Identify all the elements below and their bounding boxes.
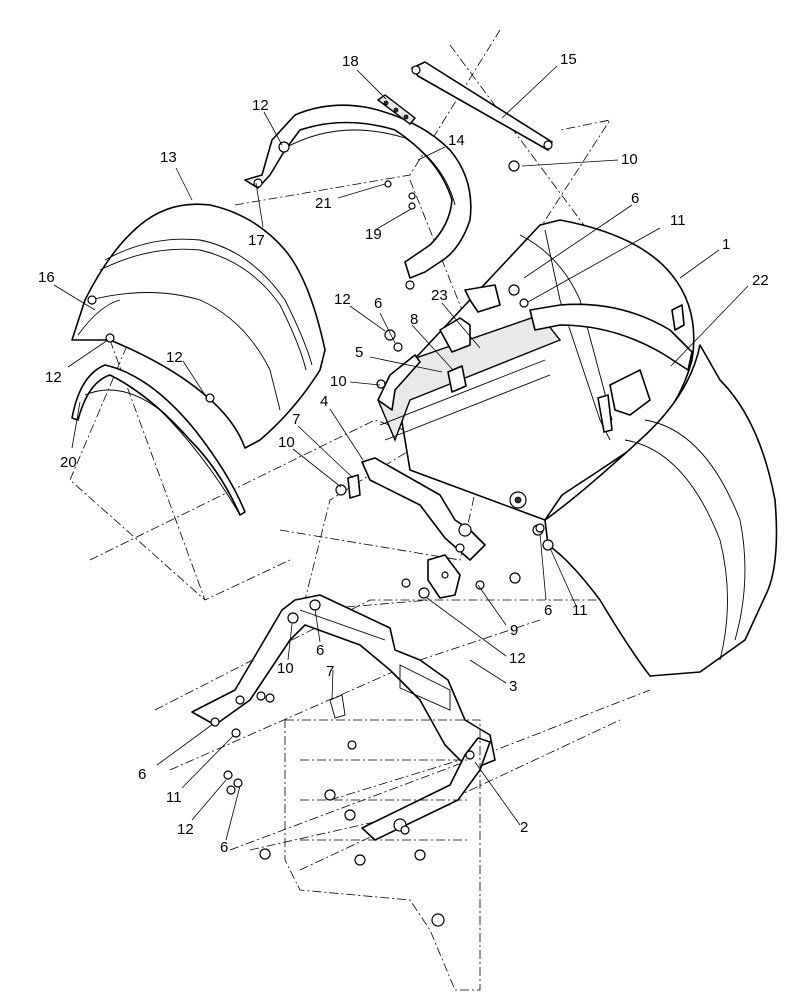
callout-10: 10 (621, 151, 638, 168)
callout-10: 10 (330, 373, 347, 390)
callout-11: 11 (670, 212, 686, 229)
lamp-mount-part-23 (439, 317, 471, 393)
callout-5: 5 (355, 344, 363, 361)
side-bracket-part-2 (361, 737, 491, 841)
bracket-part-9 (427, 554, 521, 599)
callout-6: 6 (220, 839, 228, 856)
callout-13: 13 (160, 149, 177, 166)
support-rod-part-15 (411, 61, 553, 151)
extension-panel-part-13 (71, 203, 326, 449)
bracket-part-4 (361, 457, 486, 561)
callout-12: 12 (334, 291, 351, 308)
callout-22: 22 (752, 272, 769, 289)
tractor-frame-phantom (284, 694, 481, 991)
callout-4: 4 (320, 393, 328, 410)
callout-9: 9 (510, 622, 518, 639)
callout-12: 12 (252, 97, 269, 114)
loose-fasteners (210, 160, 554, 860)
callout-6: 6 (138, 766, 146, 783)
callout-6: 6 (374, 295, 382, 312)
callout-6: 6 (544, 602, 552, 619)
edge-strip-part-20 (71, 364, 246, 516)
callout-7: 7 (326, 663, 334, 680)
latch-strip-part-18 (376, 94, 417, 210)
callout-3: 3 (509, 678, 517, 695)
mounting-plate-part-3 (191, 594, 496, 771)
callout-1: 1 (722, 236, 730, 253)
fender-housing-part-1 (377, 219, 778, 677)
callout-15: 15 (560, 51, 577, 68)
callout-18: 18 (342, 53, 359, 70)
callout-12: 12 (45, 369, 62, 386)
callout-11: 11 (572, 602, 588, 619)
callout-2: 2 (520, 819, 528, 836)
leader-lines (53, 65, 749, 841)
bracket-part-5 (377, 354, 421, 411)
callout-12: 12 (509, 650, 526, 667)
callout-12: 12 (177, 821, 194, 838)
callout-21: 21 (315, 195, 332, 212)
callout-labels: 18 15 12 14 13 10 6 11 21 17 19 1 16 22 … (38, 51, 769, 856)
callout-6: 6 (631, 190, 639, 207)
callout-7: 7 (292, 411, 300, 428)
callout-14: 14 (448, 132, 465, 149)
callout-16: 16 (38, 269, 55, 286)
callout-10: 10 (277, 660, 294, 677)
callout-20: 20 (60, 454, 77, 471)
callout-11: 11 (166, 789, 182, 806)
callout-19: 19 (365, 226, 382, 243)
callout-17: 17 (248, 232, 265, 249)
callout-6: 6 (316, 642, 324, 659)
callout-12: 12 (166, 349, 183, 366)
callout-23: 23 (431, 287, 448, 304)
callout-8: 8 (410, 311, 418, 328)
callout-10: 10 (278, 434, 295, 451)
side-panel-part-14 (244, 104, 472, 290)
